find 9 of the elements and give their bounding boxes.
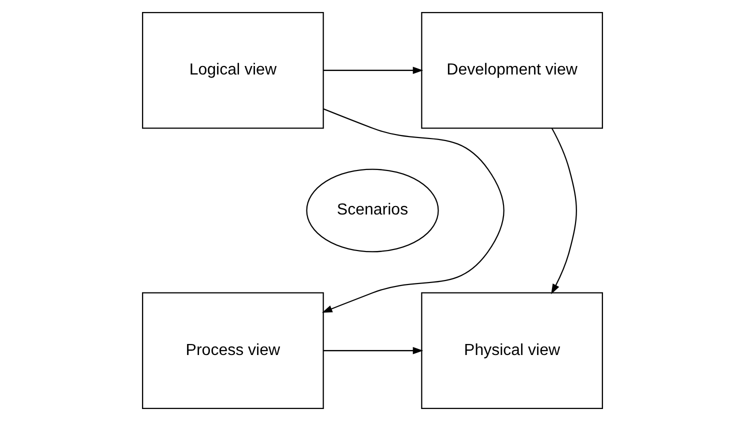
- node-box: Logical view: [142, 12, 324, 129]
- node-box: Development view: [421, 12, 603, 129]
- node-ellipse: Scenarios: [306, 168, 439, 252]
- node-box: Physical view: [421, 292, 603, 409]
- arrow: [323, 66, 424, 74]
- arrow: [551, 128, 577, 294]
- node-box: Process view: [142, 292, 324, 409]
- arrow: [322, 108, 504, 313]
- arrow: [323, 347, 424, 354]
